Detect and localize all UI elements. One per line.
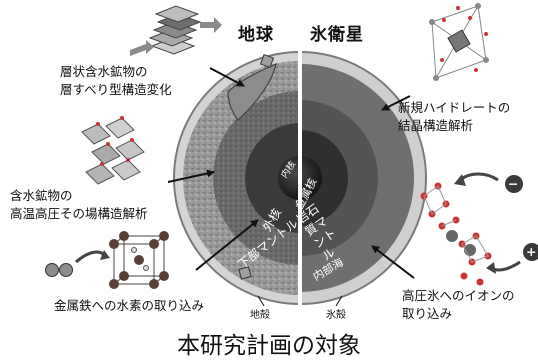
plus-ion-symbol: + bbox=[526, 244, 537, 259]
arrow-hydrate bbox=[381, 95, 411, 111]
hydrate-label-line1: 新規ハイドレートの bbox=[398, 100, 511, 115]
ice-ion-label-line1: 高圧氷へのイオンの bbox=[402, 288, 515, 303]
crust-leader bbox=[257, 295, 265, 307]
moon-core-center bbox=[300, 156, 322, 200]
ice-ion-thumbnail bbox=[420, 172, 521, 286]
crust-marker-top bbox=[259, 53, 275, 69]
moon-metal-core bbox=[300, 130, 348, 226]
earth-outer-core bbox=[245, 123, 300, 233]
arrow-iron bbox=[195, 219, 259, 271]
layered-mineral-label-line2: 層すべり型構造変化 bbox=[60, 82, 172, 97]
hydrous-mineral-label-line2: 高温高圧その場構造解析 bbox=[10, 206, 148, 221]
figure-caption: 本研究計画の対象 bbox=[177, 333, 361, 359]
hydrous-mineral-label-line1: 含水鉱物の bbox=[10, 188, 73, 203]
crust-marker-bottom bbox=[238, 266, 252, 280]
hydrate-crystal-thumbnail bbox=[429, 3, 489, 81]
arrow-ice bbox=[371, 245, 415, 279]
hydrate-label-line2: 結晶構造解析 bbox=[398, 118, 474, 133]
minus-ion-symbol: − bbox=[508, 176, 519, 191]
layered-mineral-label-line1: 層状含水鉱物の bbox=[60, 64, 148, 79]
ice-ion-label-line2: 取り込み bbox=[402, 306, 453, 321]
iron-lattice-thumbnail bbox=[45, 231, 169, 289]
iron-hydrogen-label: 金属鉄への水素の取り込み bbox=[54, 298, 205, 313]
crust-label: 地殻 bbox=[250, 310, 270, 321]
icy-moon-header: 氷衛星 bbox=[310, 25, 364, 45]
earth-header: 地球 bbox=[238, 25, 274, 45]
icy-moon-half bbox=[300, 51, 427, 305]
arrow-layered bbox=[209, 67, 245, 87]
arrow-hydrous bbox=[167, 169, 215, 183]
earth-half bbox=[173, 51, 300, 305]
layered-mineral-thumbnail bbox=[130, 5, 222, 56]
hydrous-mineral-thumbnail bbox=[81, 116, 145, 185]
earth-inner-core bbox=[278, 156, 300, 200]
minus-ion-icon bbox=[505, 175, 523, 193]
plus-ion-icon bbox=[523, 243, 538, 261]
ice-shell-leader bbox=[335, 295, 343, 307]
ice-shell-label: 氷殻 bbox=[326, 310, 346, 321]
subducting-slab bbox=[227, 62, 277, 121]
